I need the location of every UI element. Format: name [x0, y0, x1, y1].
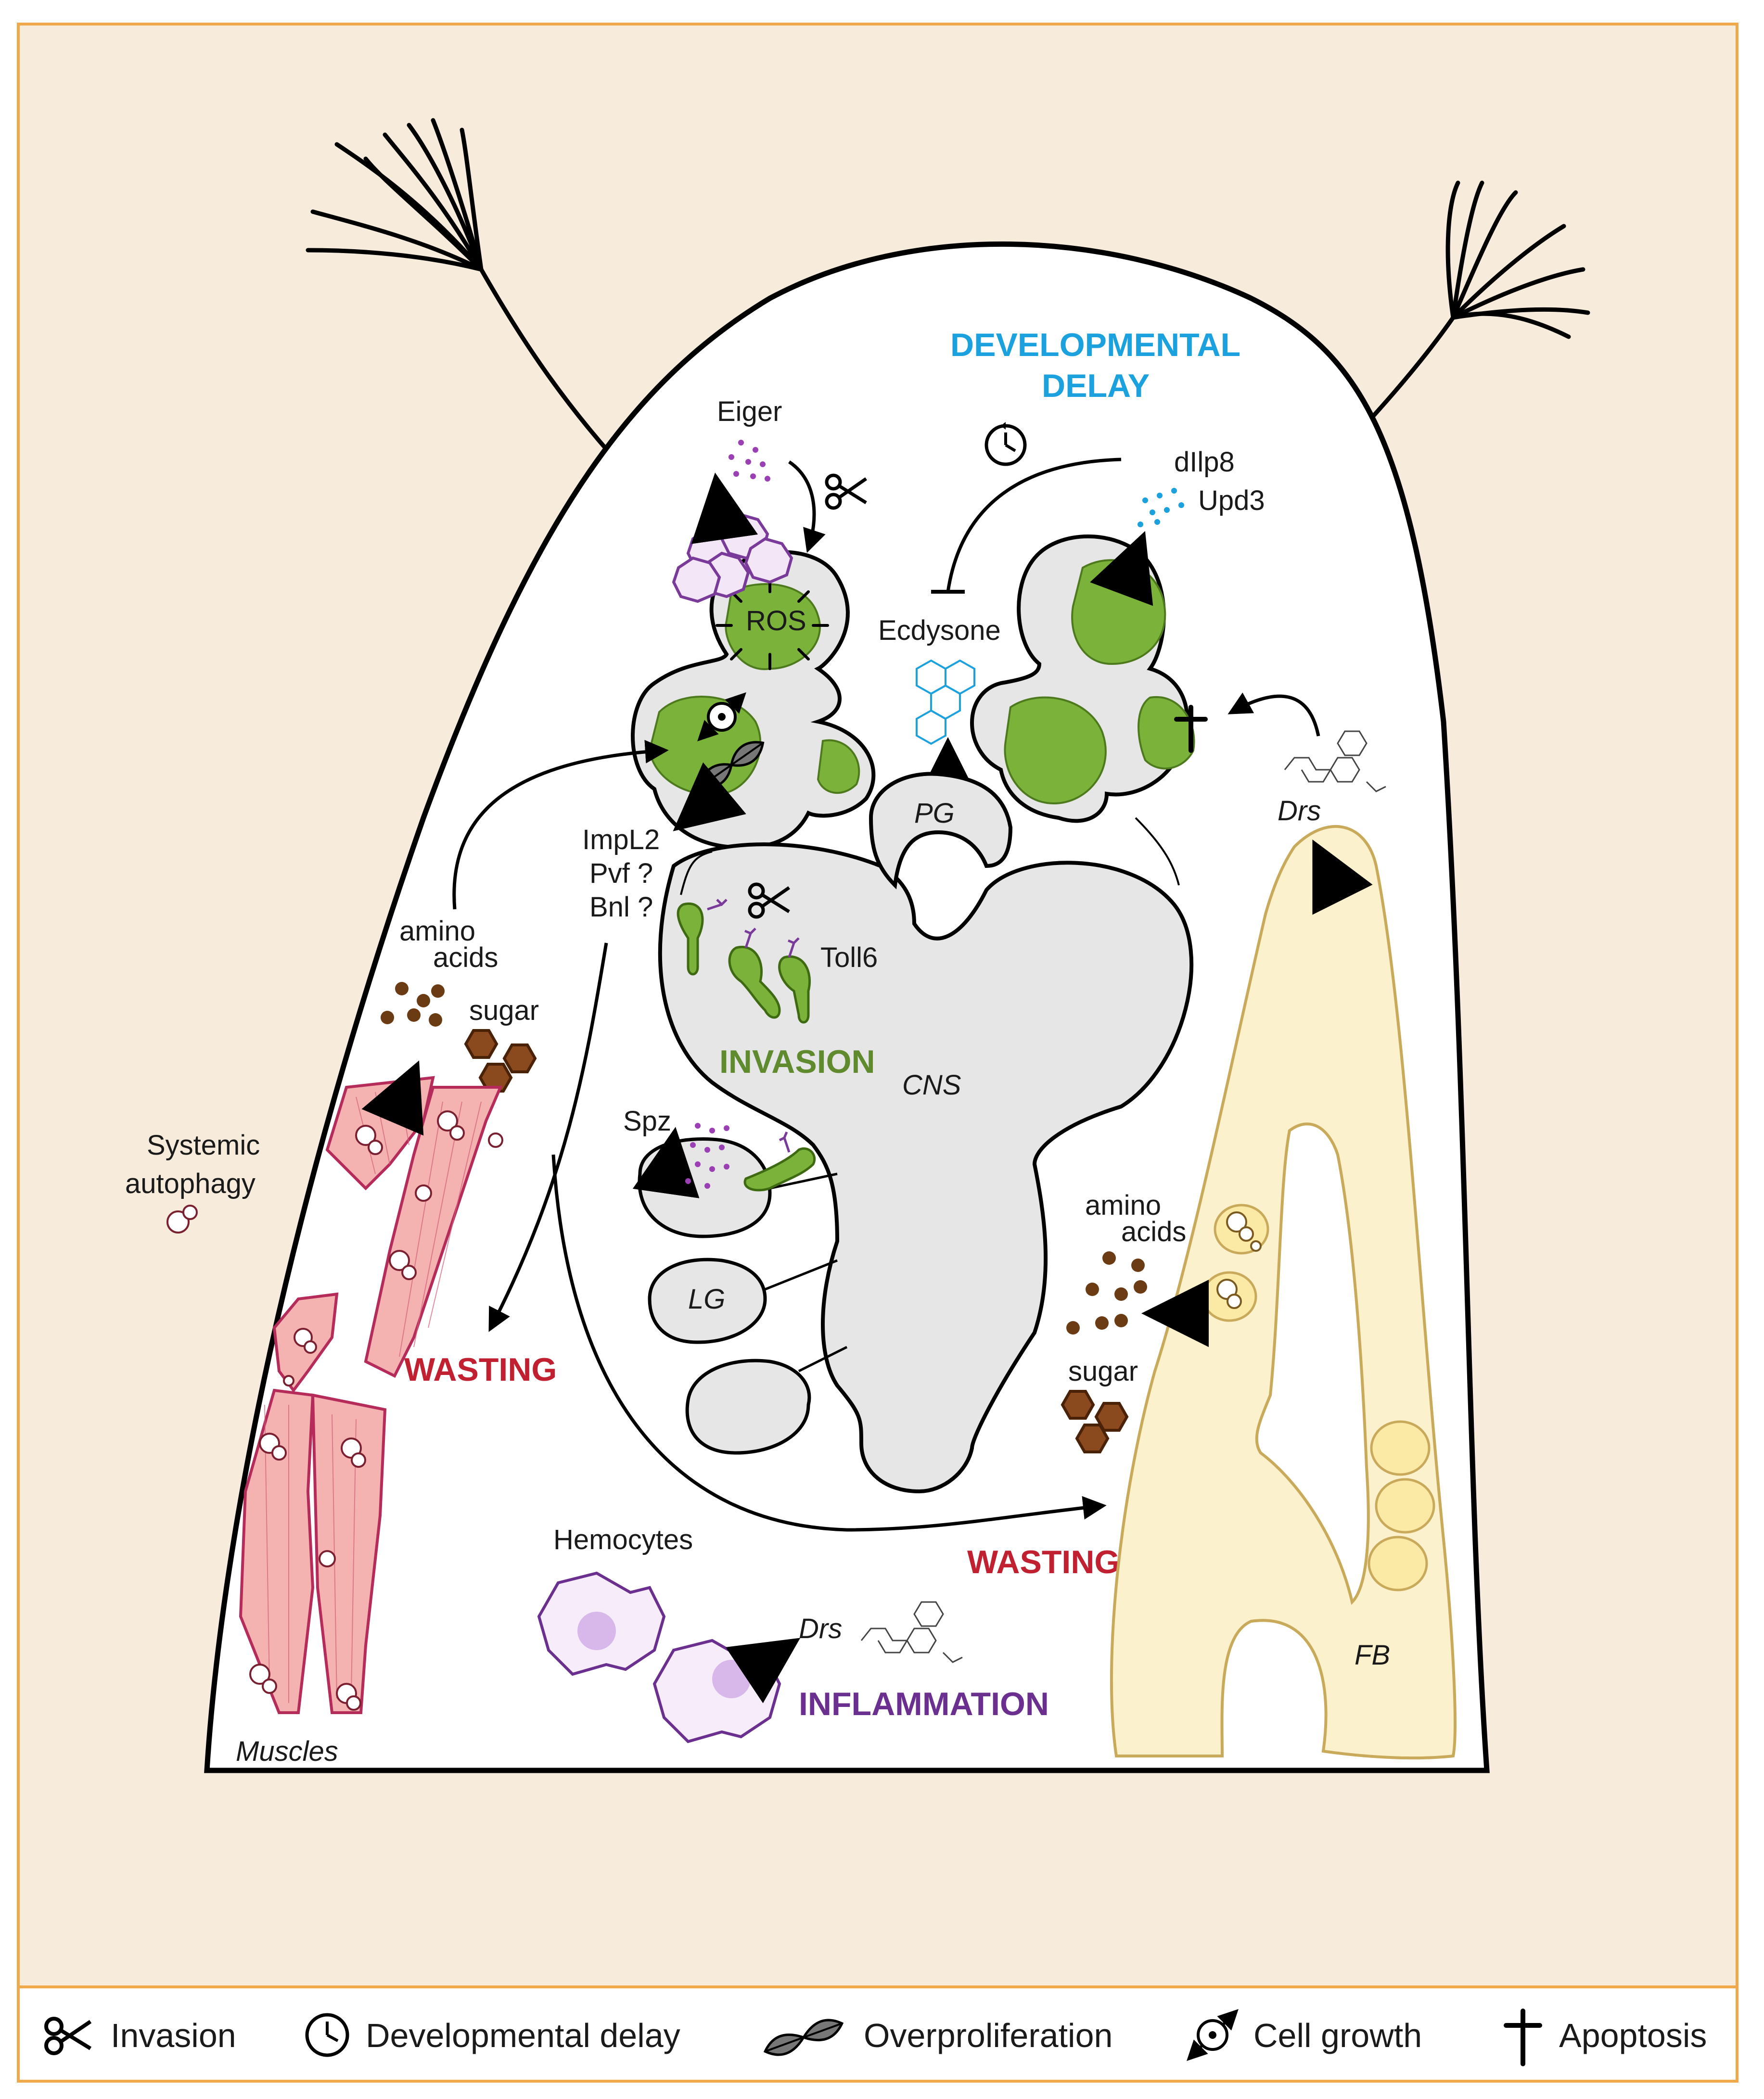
tumor-patch-ros: [725, 583, 821, 670]
legend-clock-icon: [305, 2013, 349, 2057]
legend-apoptosis-icon: [1504, 2009, 1542, 2066]
legend-cell-growth-icon: [1187, 2009, 1239, 2061]
muscle-fibers: [239, 1076, 503, 1714]
legend-invasion-icon: [44, 2017, 92, 2055]
muscles-label: Muscles: [236, 1736, 338, 1767]
upd3-label: Upd3: [1198, 485, 1265, 516]
right-spiracle: [1335, 180, 1590, 457]
invasion-heading: INVASION: [719, 1043, 875, 1080]
wasting-heading-left: WASTING: [404, 1351, 557, 1388]
spz-particles: [685, 1123, 729, 1189]
fat-body-inner: [1255, 1122, 1370, 1605]
developmental-heading-line1: DEVELOPMENTAL: [950, 327, 1240, 363]
drs-molecule-top: [1284, 730, 1386, 792]
sugar-right-label: sugar: [1068, 1356, 1138, 1387]
autophagosome-icon: [166, 1205, 198, 1234]
invading-tumor-cells: [677, 903, 811, 1024]
sugar-left-label: sugar: [469, 995, 539, 1026]
cns: [658, 842, 1194, 1494]
impl2-release-arrow: [673, 762, 746, 831]
bnl-label: Bnl ?: [589, 891, 653, 923]
drs-molecule-bottom: [860, 1601, 963, 1663]
drs-to-disc-arrow: [1227, 692, 1320, 737]
ecdysone-molecule: [916, 659, 975, 745]
wasting-muscle-arrow: [488, 942, 608, 1332]
legend-overproliferation-icon: [763, 2019, 844, 2056]
spz-label: Spz: [623, 1106, 671, 1137]
developmental-heading-line2: DELAY: [1042, 368, 1150, 404]
eiger-label: Eiger: [717, 396, 782, 427]
hemocyte-drs-arrow: [725, 1638, 801, 1704]
tumor-patch-small: [817, 739, 860, 794]
inflammation-heading: INFLAMMATION: [799, 1686, 1049, 1722]
legend-apoptosis-label: Apoptosis: [1559, 2017, 1707, 2054]
ros-label: ROS: [746, 605, 806, 636]
lymph-gland-lobe-1: [648, 1258, 767, 1344]
eiger-particles: [729, 440, 770, 482]
dilp8-release-arrow: [1090, 531, 1153, 606]
systemic-autophagy-line1: Systemic: [147, 1130, 260, 1161]
eiger-to-disc-arrow: [788, 460, 826, 553]
right-tumor-right: [1138, 696, 1195, 770]
amino-acid-dots-right: [1066, 1251, 1147, 1335]
amino-acids-right-line2: acids: [1121, 1216, 1186, 1247]
cell-growth-icon: [697, 692, 746, 741]
invasion-scissors-icon: [825, 473, 868, 510]
hemocytes-label: Hemocytes: [553, 1524, 693, 1555]
apoptosis-icon: [1174, 705, 1208, 753]
toll6-label: Toll6: [820, 942, 878, 973]
amino-acids-to-disc-arrow: [452, 739, 669, 910]
right-tumor-left: [1004, 696, 1107, 805]
eiger-release-arrow: [691, 472, 758, 544]
wasting-heading-right: WASTING: [967, 1544, 1120, 1580]
lg-connector-2: [798, 1346, 848, 1373]
ros-burst-icon: [716, 576, 829, 670]
amino-acids-left-line1: amino: [399, 916, 475, 947]
drs-top-label: Drs: [1278, 795, 1321, 827]
lg-connector-1: [765, 1259, 838, 1291]
fb-label: FB: [1355, 1640, 1390, 1671]
drs-bottom-label: Drs: [799, 1613, 842, 1644]
disc-connector-left: [680, 851, 713, 895]
cns-invasion-scissors-icon: [748, 882, 791, 919]
hemocyte-2-nucleus: [712, 1660, 751, 1698]
ecdysone-label: Ecdysone: [878, 615, 1001, 646]
muscle-release-arrow: [361, 1060, 424, 1136]
impl2-label: ImpL2: [582, 824, 660, 855]
legend-invasion-label: Invasion: [111, 2017, 236, 2054]
legend-cell-growth-label: Cell growth: [1253, 2017, 1422, 2054]
legend-developmental-delay-label: Developmental delay: [366, 2017, 680, 2054]
autophagosomes-muscle: [249, 1110, 503, 1711]
spz-toll6-receptor: [779, 1132, 791, 1153]
ring-gland-pg: [869, 772, 1013, 890]
hemocyte-1-nucleus: [577, 1612, 616, 1650]
spz-connector: [769, 1172, 838, 1190]
amino-acid-dots-left: [381, 982, 445, 1027]
spz-release-arrow: [632, 1127, 700, 1198]
fatbody-drs-arrow: [1312, 839, 1373, 915]
disc-connector-right: [1135, 817, 1180, 886]
spz-tumor-cell: [743, 1147, 816, 1192]
amino-acids-left-line2: acids: [433, 942, 498, 973]
toll6-receptors: [707, 899, 800, 958]
amino-acids-right-line1: amino: [1085, 1190, 1161, 1221]
dilp8-particles: [1138, 488, 1184, 527]
dilp8-inhibition-line: [946, 458, 1122, 592]
pvf-label: Pvf ?: [589, 858, 653, 889]
lg-label: LG: [688, 1284, 725, 1315]
wasting-fatbody-arrow: [551, 1154, 1107, 1532]
lymph-gland-lobe-2: [685, 1359, 811, 1455]
dilp8-label: dIlp8: [1174, 446, 1235, 478]
legend-overproliferation-label: Overproliferation: [864, 2017, 1112, 2054]
fat-body-autophagosomes: [1216, 1211, 1262, 1309]
left-spiracle: [306, 118, 614, 457]
pg-label: PG: [914, 798, 955, 829]
legend-background: [17, 1985, 1738, 2083]
cns-label: CNS: [902, 1069, 961, 1101]
developmental-delay-clock-icon: [984, 422, 1027, 466]
systemic-autophagy-line2: autophagy: [125, 1168, 256, 1199]
